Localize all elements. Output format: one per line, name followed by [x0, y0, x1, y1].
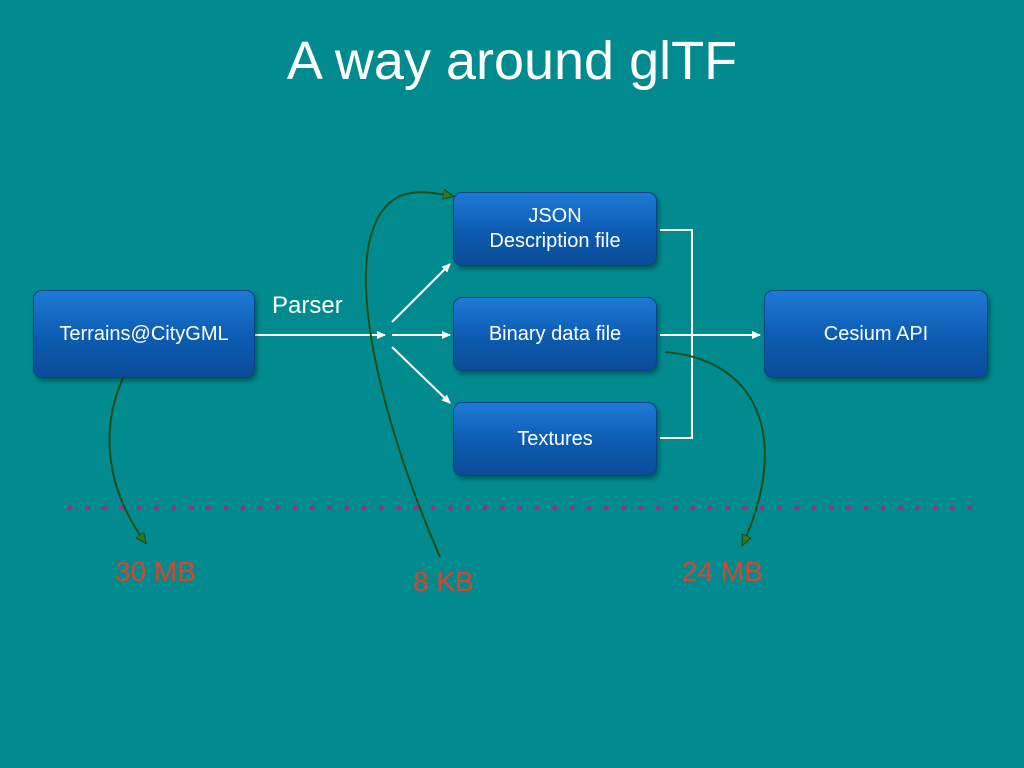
- curve-source-size: [108, 377, 145, 542]
- binary-box-label: Binary data file: [488, 322, 622, 345]
- binary-size-label: 24 MB: [682, 556, 763, 587]
- cesium-box-label: Cesium API: [823, 322, 929, 345]
- json-box-line1: JSON: [528, 205, 582, 227]
- source-box: Terrains@CityGML: [33, 290, 255, 378]
- json-box: JSON Description file: [453, 192, 657, 266]
- source-box-label: Terrains@CityGML: [59, 322, 229, 345]
- curve-binary-size: [664, 351, 766, 544]
- json-size-label: 8 KB: [413, 566, 474, 597]
- source-size-label: 30 MB: [115, 556, 196, 587]
- arrow-parser-to-textures: [391, 346, 451, 404]
- textures-box-label: Textures: [517, 427, 593, 450]
- arrow-parser-to-json: [391, 263, 451, 323]
- binary-box: Binary data file: [453, 297, 657, 371]
- slide-title: A way around glTF: [286, 31, 738, 91]
- json-box-line2: Description file: [489, 230, 621, 252]
- textures-box: Textures: [453, 402, 657, 476]
- cesium-box: Cesium API: [764, 290, 988, 378]
- parser-label: Parser: [272, 292, 343, 319]
- curve-json-size: [364, 192, 452, 558]
